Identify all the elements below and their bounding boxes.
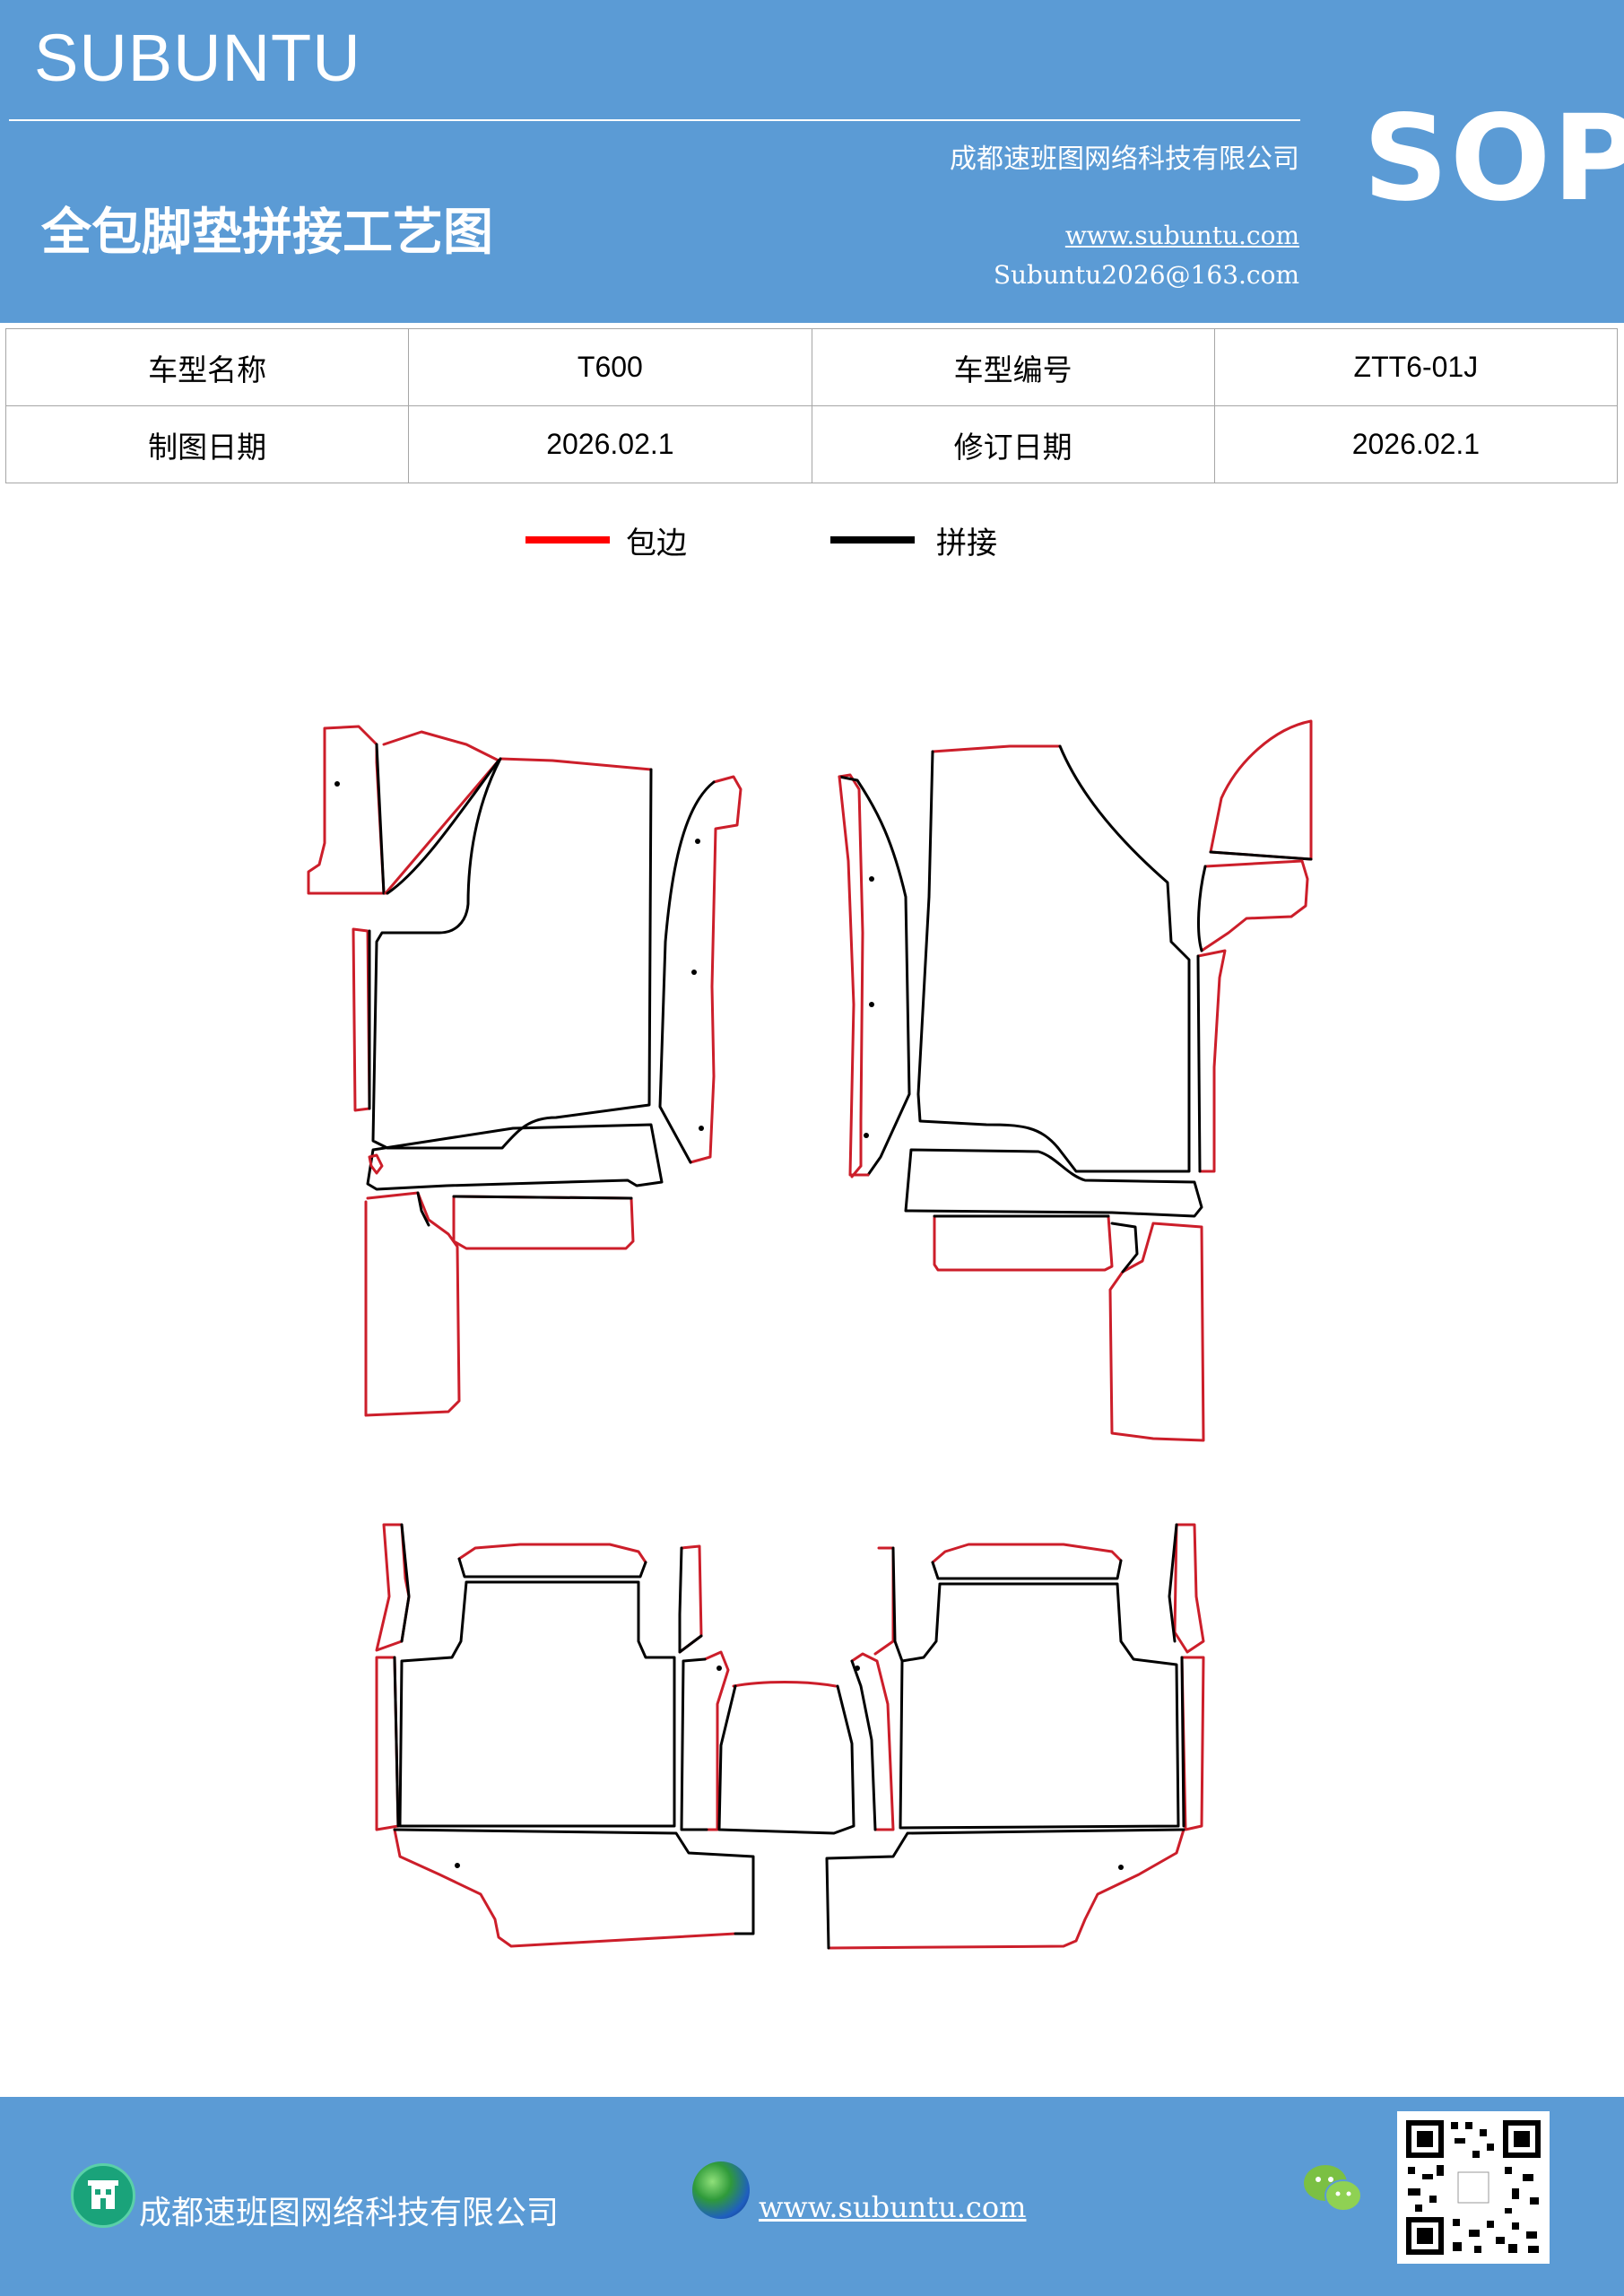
revision-date-label: 修订日期 [811, 405, 1215, 483]
legend-swatch-edge [525, 536, 610, 544]
rear-left-mat-group [375, 1523, 855, 1948]
header-banner: SUBUNTU 成都速班图网络科技有限公司 全包脚垫拼接工艺图 www.subu… [0, 0, 1624, 323]
page-title: 全包脚垫拼接工艺图 [41, 203, 493, 262]
brand-name: SUBUNTU [34, 21, 361, 95]
header-divider [9, 119, 1300, 121]
footer-bar: 成都速班图网络科技有限公司 www.subuntu.com [0, 2097, 1624, 2296]
front-left-mat-group [307, 725, 743, 1417]
wechat-icon[interactable] [1302, 2160, 1365, 2217]
table-row: 制图日期 2026.02.1 修订日期 2026.02.1 [4, 405, 1619, 483]
sop-badge: SOP [1363, 90, 1624, 228]
model-code-value: ZTT6-01J [1213, 328, 1619, 406]
vehicle-info-table: 车型名称 T600 车型编号 ZTT6-01J 制图日期 2026.02.1 修… [4, 328, 1619, 483]
model-name-value: T600 [408, 328, 812, 406]
legend-swatch-seam [830, 536, 915, 544]
building-icon [71, 2163, 135, 2228]
header-company: 成都速班图网络科技有限公司 [950, 144, 1299, 175]
model-code-label: 车型编号 [811, 328, 1215, 406]
header-website-link[interactable]: www.subuntu.com [1064, 221, 1299, 250]
legend-label-seam: 拼接 [936, 526, 997, 561]
rear-right-mat-group [825, 1523, 1205, 1950]
legend: 包边 拼接 [0, 518, 1624, 572]
footer-website-link[interactable]: www.subuntu.com [759, 2190, 1027, 2224]
draw-date-label: 制图日期 [4, 405, 410, 483]
qr-code [1397, 2111, 1550, 2264]
footer-company: 成都速班图网络科技有限公司 [139, 2195, 560, 2231]
model-name-label: 车型名称 [4, 328, 410, 406]
front-right-mat-group [838, 719, 1313, 1442]
table-row: 车型名称 T600 车型编号 ZTT6-01J [4, 328, 1619, 406]
floor-mat-diagram: .ed { fill: none; stroke-width: 3; strok… [307, 719, 1313, 1950]
globe-icon [692, 2161, 750, 2219]
legend-label-edge: 包边 [626, 526, 687, 561]
header-email: Subuntu2026@163.com [993, 260, 1299, 290]
draw-date-value: 2026.02.1 [408, 405, 812, 483]
revision-date-value: 2026.02.1 [1213, 405, 1619, 483]
